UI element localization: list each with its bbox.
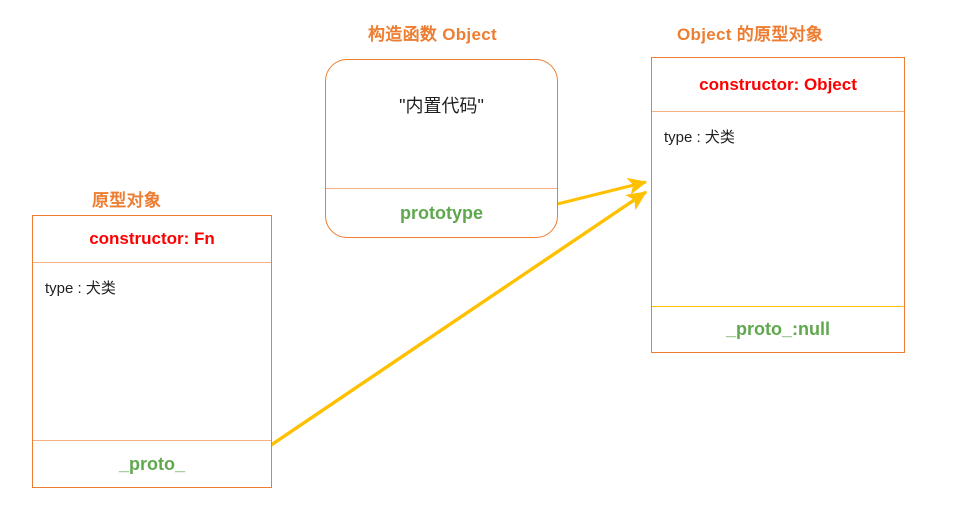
type-fn-label: type : 犬类: [45, 280, 116, 297]
row-constructor-fn: constructor: Fn: [33, 216, 271, 262]
row-constructor-object: constructor: Object: [652, 58, 904, 111]
proto-fn-label: _proto_: [118, 453, 185, 474]
caption-object-constructor: 构造函数 Object: [368, 25, 497, 44]
row-prototype[interactable]: prototype: [326, 188, 557, 237]
box-fn-prototype[interactable]: constructor: Fn type : 犬类 _proto_: [32, 215, 272, 488]
row-proto-null[interactable]: _proto_:null: [652, 306, 904, 352]
row-proto-fn[interactable]: _proto_: [33, 440, 271, 487]
builtin-code-label: "内置代码": [399, 96, 484, 116]
row-type-object: type : 犬类: [652, 111, 904, 306]
caption-fn-prototype: 原型对象: [92, 191, 162, 210]
row-builtin-code: "内置代码": [326, 60, 557, 188]
caption-object-prototype: Object 的原型对象: [677, 25, 824, 44]
proto-null-label: _proto_:null: [726, 319, 830, 339]
box-object-prototype[interactable]: constructor: Object type : 犬类 _proto_:nu…: [651, 57, 905, 353]
box-object-constructor[interactable]: "内置代码" prototype: [325, 59, 558, 238]
prototype-label: prototype: [400, 202, 483, 223]
constructor-fn-label: constructor: Fn: [89, 229, 215, 248]
row-type-fn: type : 犬类: [33, 262, 271, 440]
constructor-object-label: constructor: Object: [699, 74, 857, 94]
type-object-label: type : 犬类: [664, 129, 735, 146]
